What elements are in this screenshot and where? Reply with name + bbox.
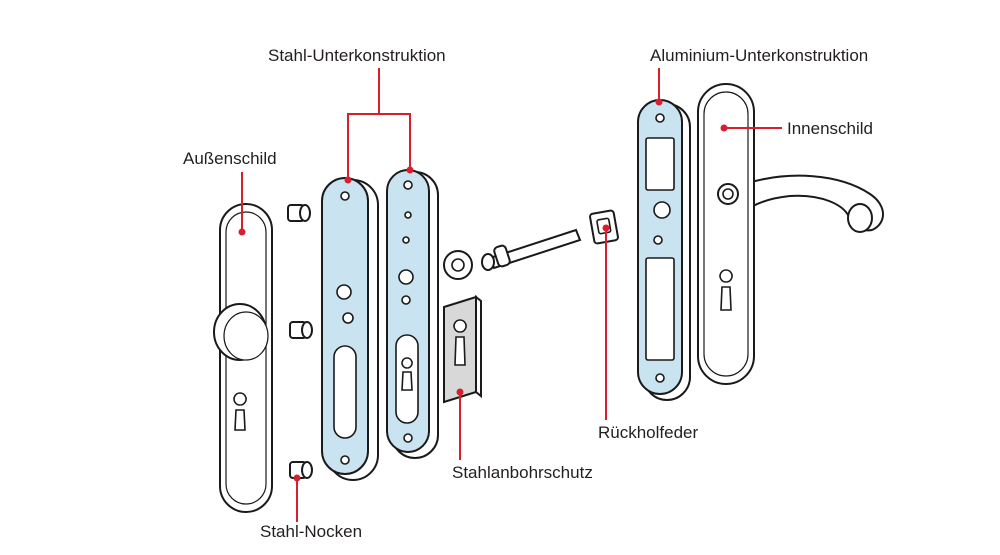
aussenschild-part xyxy=(213,203,273,513)
stahl-unterkonstruktion-plate-1 xyxy=(321,177,379,481)
nocken-top xyxy=(287,204,311,222)
stahl-nocken-part xyxy=(287,204,313,479)
nocken-middle xyxy=(289,321,313,339)
label-innenschild: Innenschild xyxy=(787,119,873,138)
nocken-bottom xyxy=(289,461,313,479)
label-stahl-unterkonstruktion: Stahl-Unterkonstruktion xyxy=(268,46,446,65)
label-stahlanbohrschutz: Stahlanbohrschutz xyxy=(452,463,593,482)
innenschild-part xyxy=(697,83,884,385)
label-aluminium-unterkonstruktion: Aluminium-Unterkonstruktion xyxy=(650,46,868,65)
label-rueckholfeder: Rückholfeder xyxy=(598,423,699,442)
washer-part xyxy=(443,250,473,280)
leader-lines xyxy=(238,68,782,522)
stahl-unterkonstruktion-plate-2 xyxy=(386,169,439,459)
leader-stahl-unterkonstruktion xyxy=(347,68,411,180)
aluminium-unterkonstruktion-plate xyxy=(637,99,691,401)
stahlanbohrschutz-part xyxy=(443,294,482,404)
spindle-part xyxy=(481,228,582,271)
label-stahl-nocken: Stahl-Nocken xyxy=(260,522,362,541)
label-aussenschild: Außenschild xyxy=(183,149,277,168)
